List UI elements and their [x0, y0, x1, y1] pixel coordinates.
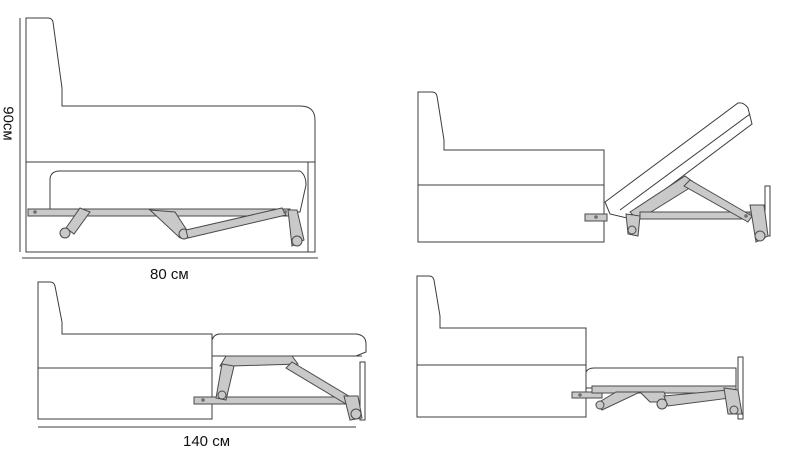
view-unfolded: [416, 275, 744, 420]
height-label: 90см: [0, 106, 17, 141]
depth-label: 140 см: [183, 433, 231, 450]
sofa-body: [37, 281, 213, 369]
sofa-base: [37, 367, 213, 420]
view-unfolding: [37, 281, 367, 428]
view-lifting: [417, 91, 771, 243]
folded-mattress: [49, 170, 307, 213]
sofa-body: [416, 275, 587, 366]
mechanism-lifting: [584, 175, 769, 243]
sofa-base: [417, 184, 605, 243]
extended-mattress: [585, 367, 737, 389]
folded-mattress: [211, 333, 367, 357]
sofa-base: [416, 364, 587, 418]
mechanism-folded: [27, 207, 305, 247]
mechanism-unfolding: [193, 355, 363, 421]
view-folded: [19, 17, 318, 259]
sofa-body: [25, 17, 316, 163]
tilted-mattress: [604, 102, 753, 219]
mechanism-unfolded: [571, 385, 743, 415]
sofa-body: [417, 91, 605, 186]
width-label: 80 см: [150, 266, 189, 283]
